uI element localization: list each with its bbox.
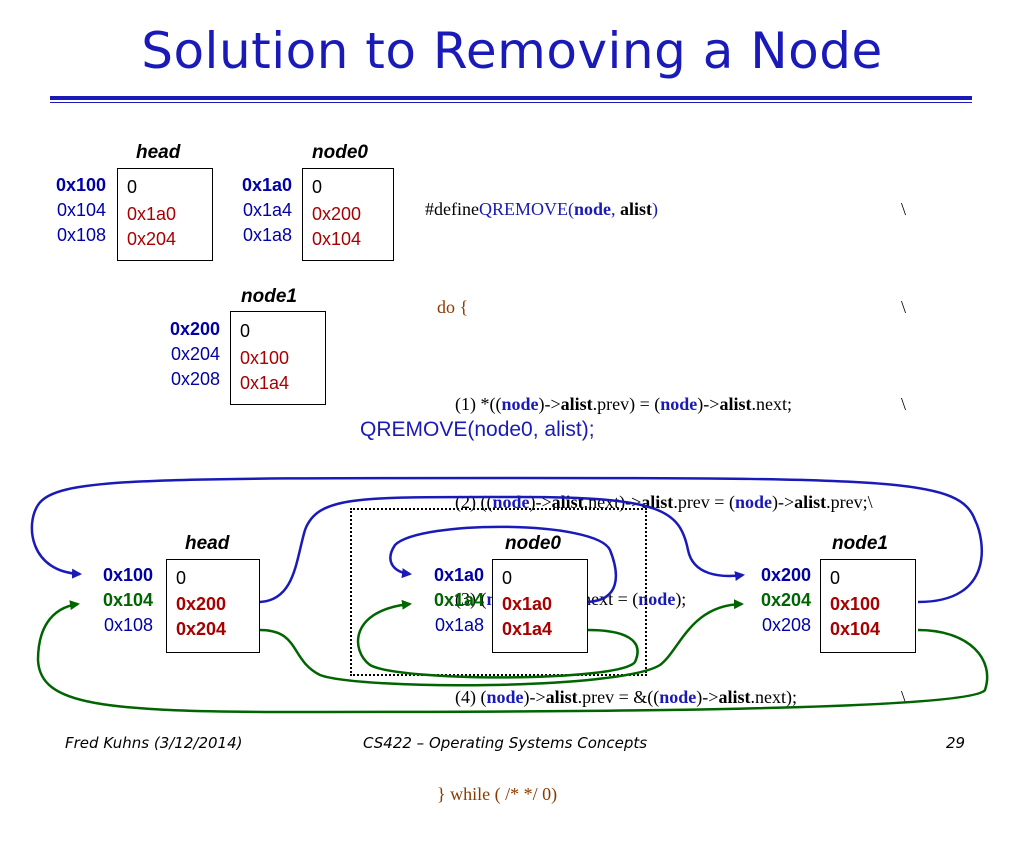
top-head-label: head [136, 142, 181, 163]
line-continuation: \ [901, 296, 907, 317]
cell: 0x104 [312, 229, 362, 249]
pointer-arrows [30, 476, 989, 714]
macro-close: ) [652, 199, 659, 219]
code-line-while: } while ( /* */ 0) [425, 778, 873, 811]
cell: 0x204 [127, 229, 177, 249]
while-keyword: } while ( /* */ 0) [437, 784, 558, 804]
addr: 0x1a0 [241, 175, 292, 195]
top-node0-label: node0 [312, 142, 368, 163]
title-rule-thin [50, 102, 972, 103]
addr: 0x100 [102, 565, 153, 585]
slide-title: Solution to Removing a Node [141, 22, 883, 80]
cell: 0 [502, 568, 513, 588]
qremove-call: QREMOVE(node0, alist); [360, 418, 595, 441]
bottom-node0-label: node0 [505, 533, 561, 554]
footer-author: Fred Kuhns (3/12/2014) [65, 734, 243, 752]
next-arrow-head-to-node1 [259, 495, 745, 604]
cell: 0 [312, 177, 323, 197]
line-continuation: \ [901, 199, 907, 219]
addr: 0x1a4 [242, 200, 292, 220]
next-arrow-node1-to-head [30, 476, 983, 604]
cell: 0x104 [830, 619, 881, 639]
prev-arrow-node1-to-head [36, 600, 989, 714]
addr: 0x104 [102, 590, 153, 610]
addr: 0x1a4 [433, 590, 484, 610]
addr: 0x1a0 [433, 565, 484, 585]
code-line-define: #defineQREMOVE(node, alist) \ [425, 193, 906, 226]
footer-page-number: 29 [946, 734, 966, 752]
addr: 0x1a8 [434, 615, 484, 635]
cell: 0 [830, 568, 841, 588]
top-node0-addresses: 0x1a0 0x1a4 0x1a8 [222, 173, 292, 248]
bottom-head-addresses: 0x100 0x104 0x108 [83, 563, 153, 638]
cell: 0x100 [830, 594, 881, 614]
macro-arg-node: node [573, 199, 611, 219]
cell: 0x1a0 [502, 594, 553, 614]
do-keyword: do { [437, 296, 469, 317]
cell: 0x100 [240, 348, 290, 368]
top-node0-box: 0 0x200 0x104 [302, 168, 394, 261]
code-line-4: (4) (node)->alist.prev = &((node)->alist… [425, 681, 906, 714]
addr: 0x200 [760, 565, 811, 585]
cell: 0x1a4 [502, 619, 553, 639]
cell: 0x200 [312, 204, 362, 224]
addr: 0x104 [56, 200, 106, 220]
addr: 0x204 [760, 590, 811, 610]
cell: 0 [240, 321, 251, 341]
macro-arg-alist: alist [620, 199, 653, 219]
addr: 0x108 [103, 615, 153, 635]
prev-arrow-node0-self [356, 599, 639, 679]
addr: 0x200 [169, 319, 220, 339]
title-rule [50, 96, 972, 100]
prev-arrow-head-to-node1 [259, 599, 744, 687]
bottom-node1-addresses: 0x200 0x204 0x208 [741, 563, 811, 638]
addr: 0x100 [55, 175, 106, 195]
cell: 0 [176, 568, 187, 588]
bottom-node1-box: 0 0x100 0x104 [820, 559, 916, 653]
bottom-node1-label: node1 [832, 533, 888, 554]
top-head-box: 0 0x1a0 0x204 [117, 168, 213, 261]
macro-comma: , [611, 199, 620, 219]
top-head-addresses: 0x100 0x104 0x108 [36, 173, 106, 248]
addr: 0x108 [56, 225, 106, 245]
line-continuation: \ [901, 394, 907, 414]
define-keyword: #define [425, 199, 479, 219]
addr: 0x208 [761, 615, 811, 635]
top-node1-addresses: 0x200 0x204 0x208 [150, 317, 220, 392]
line-continuation: \ [901, 686, 907, 707]
cell: 0x204 [176, 619, 227, 639]
addr: 0x1a8 [242, 225, 292, 245]
top-node1-label: node1 [241, 286, 297, 307]
bottom-head-label: head [185, 533, 230, 554]
addr: 0x208 [170, 369, 220, 389]
cell: 0x200 [176, 594, 227, 614]
qremove-macro-code: #defineQREMOVE(node, alist) \ do { \ (1) *… [425, 128, 906, 843]
footer-course: CS422 – Operating Systems Concepts [363, 734, 648, 752]
code-line-1: (1) *((node)->alist.prev) = (node)->alis… [425, 388, 906, 421]
addr: 0x204 [170, 344, 220, 364]
cell: 0x1a4 [240, 373, 290, 393]
macro-name: QREMOVE( [478, 199, 574, 219]
bottom-node0-addresses: 0x1a0 0x1a4 0x1a8 [414, 563, 484, 638]
next-arrow-node0-self [389, 525, 618, 604]
bottom-node0-box: 0 0x1a0 0x1a4 [492, 559, 588, 653]
code-line-do: do { \ [425, 291, 906, 324]
removed-node-region [350, 508, 647, 676]
bottom-head-box: 0 0x200 0x204 [166, 559, 260, 653]
top-node1-box: 0 0x100 0x1a4 [230, 311, 326, 405]
cell: 0 [127, 177, 138, 197]
cell: 0x1a0 [127, 204, 177, 224]
